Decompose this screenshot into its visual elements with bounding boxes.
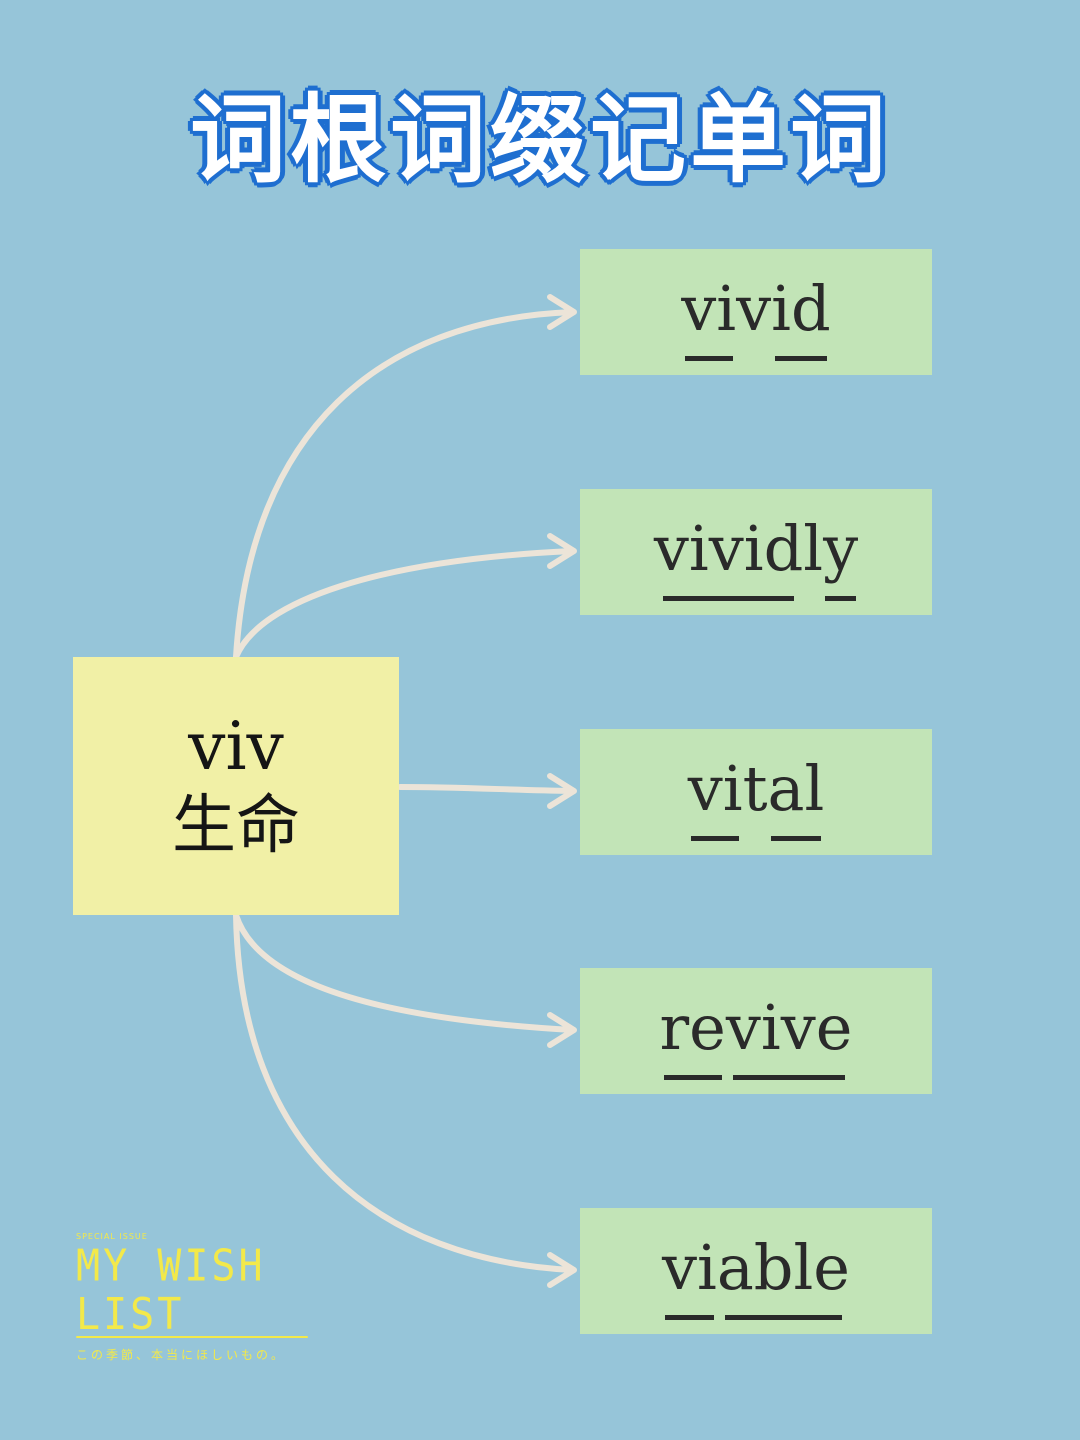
arrowhead-vital (547, 773, 577, 809)
logo-subtitle: この季節、本当にほしいもの。 (76, 1348, 287, 1362)
arrow-to-vital (397, 784, 575, 794)
arrow-to-revive (233, 912, 575, 1033)
word-segment: vi (681, 271, 737, 361)
word-segment: y (823, 511, 859, 601)
word-segment: able (716, 1230, 851, 1320)
word-segment: re (659, 990, 726, 1080)
root-box: viv 生命 (73, 657, 399, 915)
page-title: 词根词缀记单词 (190, 84, 890, 196)
arrow-to-viable (233, 912, 575, 1273)
word-segment: l (803, 511, 824, 585)
word-segment: al (767, 751, 825, 841)
arrowhead-viable (547, 1252, 577, 1288)
logo-small-text: SPECIAL ISSUE (76, 1232, 148, 1241)
word-segment: t (742, 751, 768, 825)
logo-underline (76, 1336, 308, 1338)
arrow-to-vivid (233, 309, 575, 660)
root-latin: viv (188, 708, 284, 785)
word-segment: id (771, 271, 831, 361)
brand-logo: SPECIAL ISSUE MY WISH LIST この季節、本当にほしいもの… (76, 1232, 316, 1363)
arrowhead-revive (547, 1012, 577, 1048)
arrowhead-vivid (547, 294, 577, 330)
arrowhead-vividly (547, 533, 577, 569)
arrow-to-vividly (233, 548, 575, 660)
word-segment: vi (687, 751, 743, 841)
word-segment: v (736, 271, 772, 345)
word-segment: vive (725, 990, 853, 1080)
word-segment: vivid (653, 511, 804, 601)
word-segment: vi (661, 1230, 717, 1320)
logo-main-text: MY WISH LIST (76, 1240, 266, 1340)
root-meaning: 生命 (172, 789, 300, 863)
